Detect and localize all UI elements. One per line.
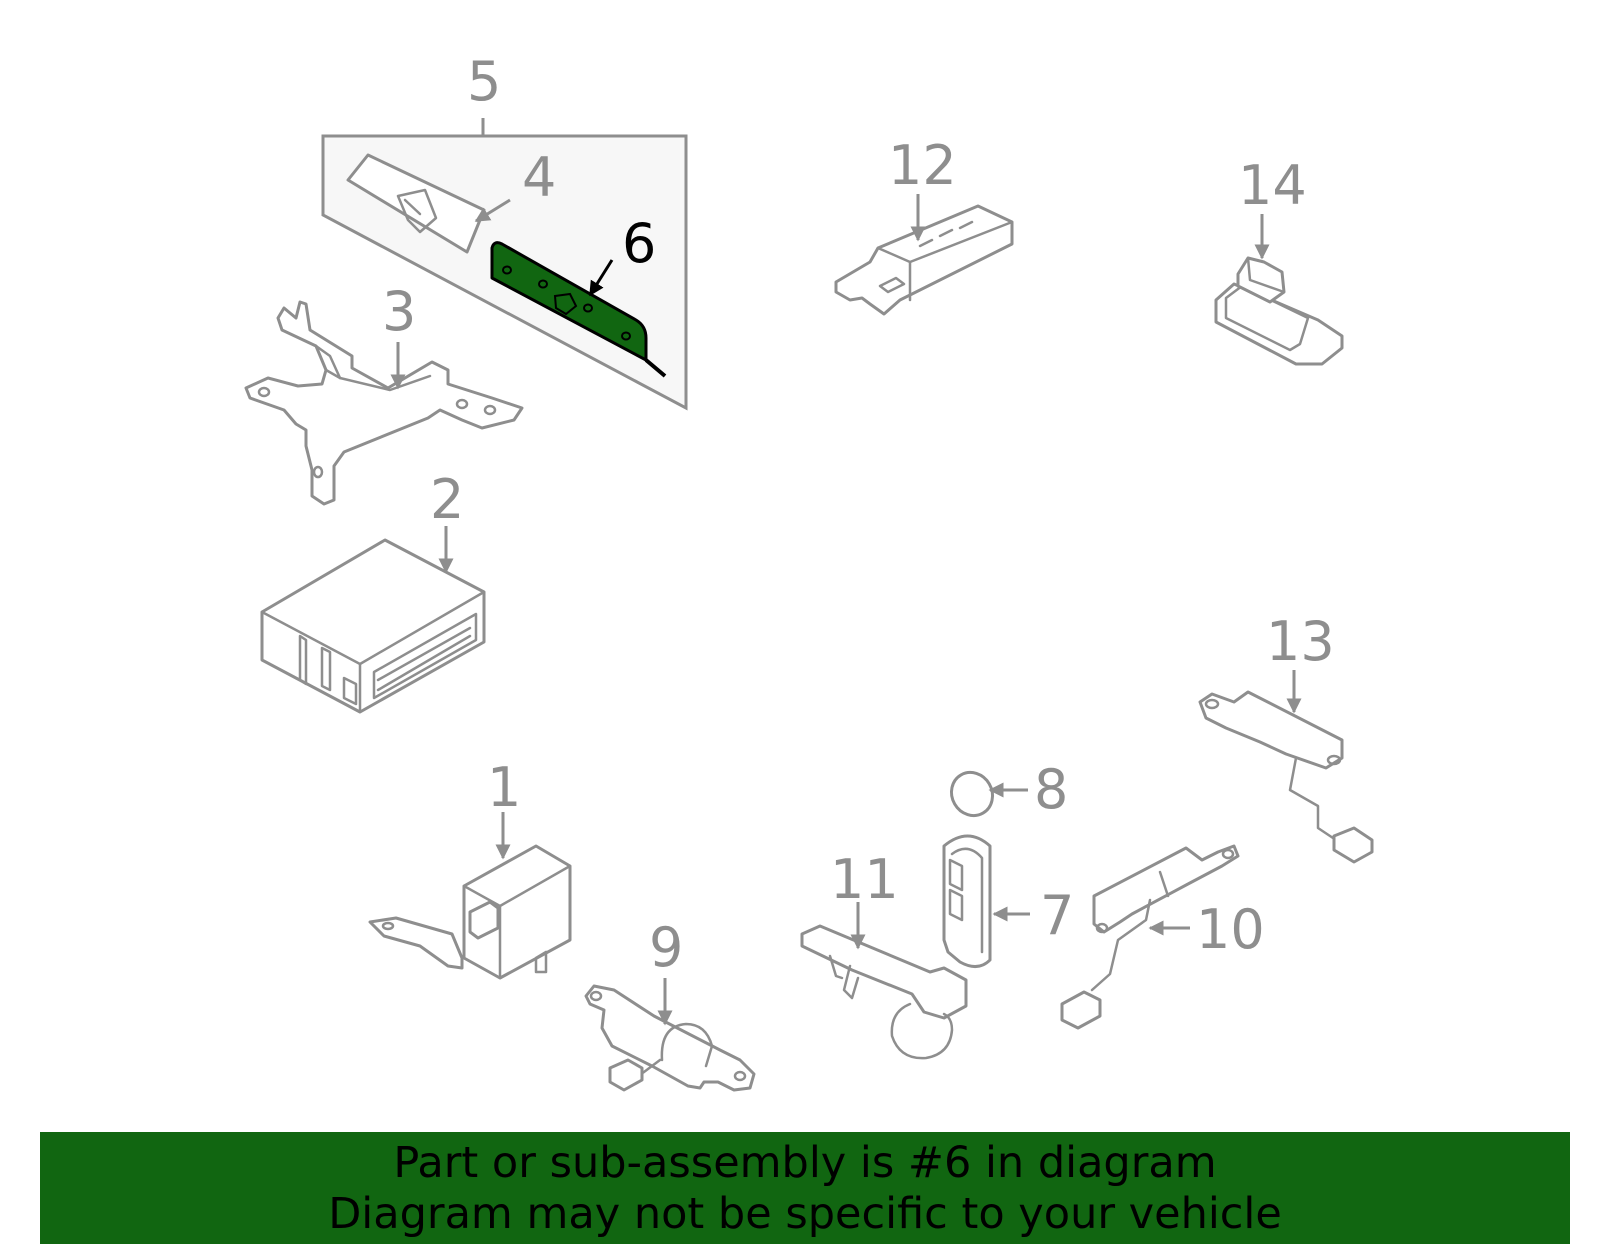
part-7-key-fob	[942, 834, 992, 968]
callout-6: 6	[622, 212, 656, 275]
callout-10: 10	[1196, 898, 1265, 961]
part-9-antenna	[584, 984, 756, 1092]
part-2-control-module	[260, 538, 486, 714]
callout-7: 7	[1040, 884, 1074, 947]
part-11-antenna-bracket	[800, 924, 968, 1060]
part-3-bracket	[244, 300, 524, 506]
part-12-sensor	[834, 204, 1014, 316]
callout-1: 1	[487, 756, 521, 819]
banner-line-2: Diagram may not be specific to your vehi…	[328, 1189, 1282, 1239]
callout-8: 8	[1034, 758, 1068, 821]
part-8-cap	[949, 770, 995, 818]
callout-14: 14	[1238, 154, 1307, 217]
parts-diagram: 5 4 6 3 2	[244, 50, 1374, 1092]
part-6-highlighted	[490, 241, 667, 378]
part-10-antenna-harness	[1060, 844, 1240, 1030]
part-13-antenna	[1198, 690, 1374, 864]
callout-12: 12	[888, 134, 957, 197]
callout-13: 13	[1266, 610, 1335, 673]
callout-9: 9	[649, 916, 683, 979]
callout-11: 11	[830, 848, 899, 911]
callout-4: 4	[522, 146, 556, 209]
part-1-module-bracket	[368, 844, 572, 980]
banner-line-1: Part or sub-assembly is #6 in diagram	[393, 1138, 1217, 1188]
callout-2: 2	[430, 468, 464, 531]
part-14-lamp	[1214, 256, 1344, 366]
callout-5: 5	[467, 50, 501, 113]
info-banner: Part or sub-assembly is #6 in diagram Di…	[40, 1132, 1570, 1244]
callout-3: 3	[382, 280, 416, 343]
